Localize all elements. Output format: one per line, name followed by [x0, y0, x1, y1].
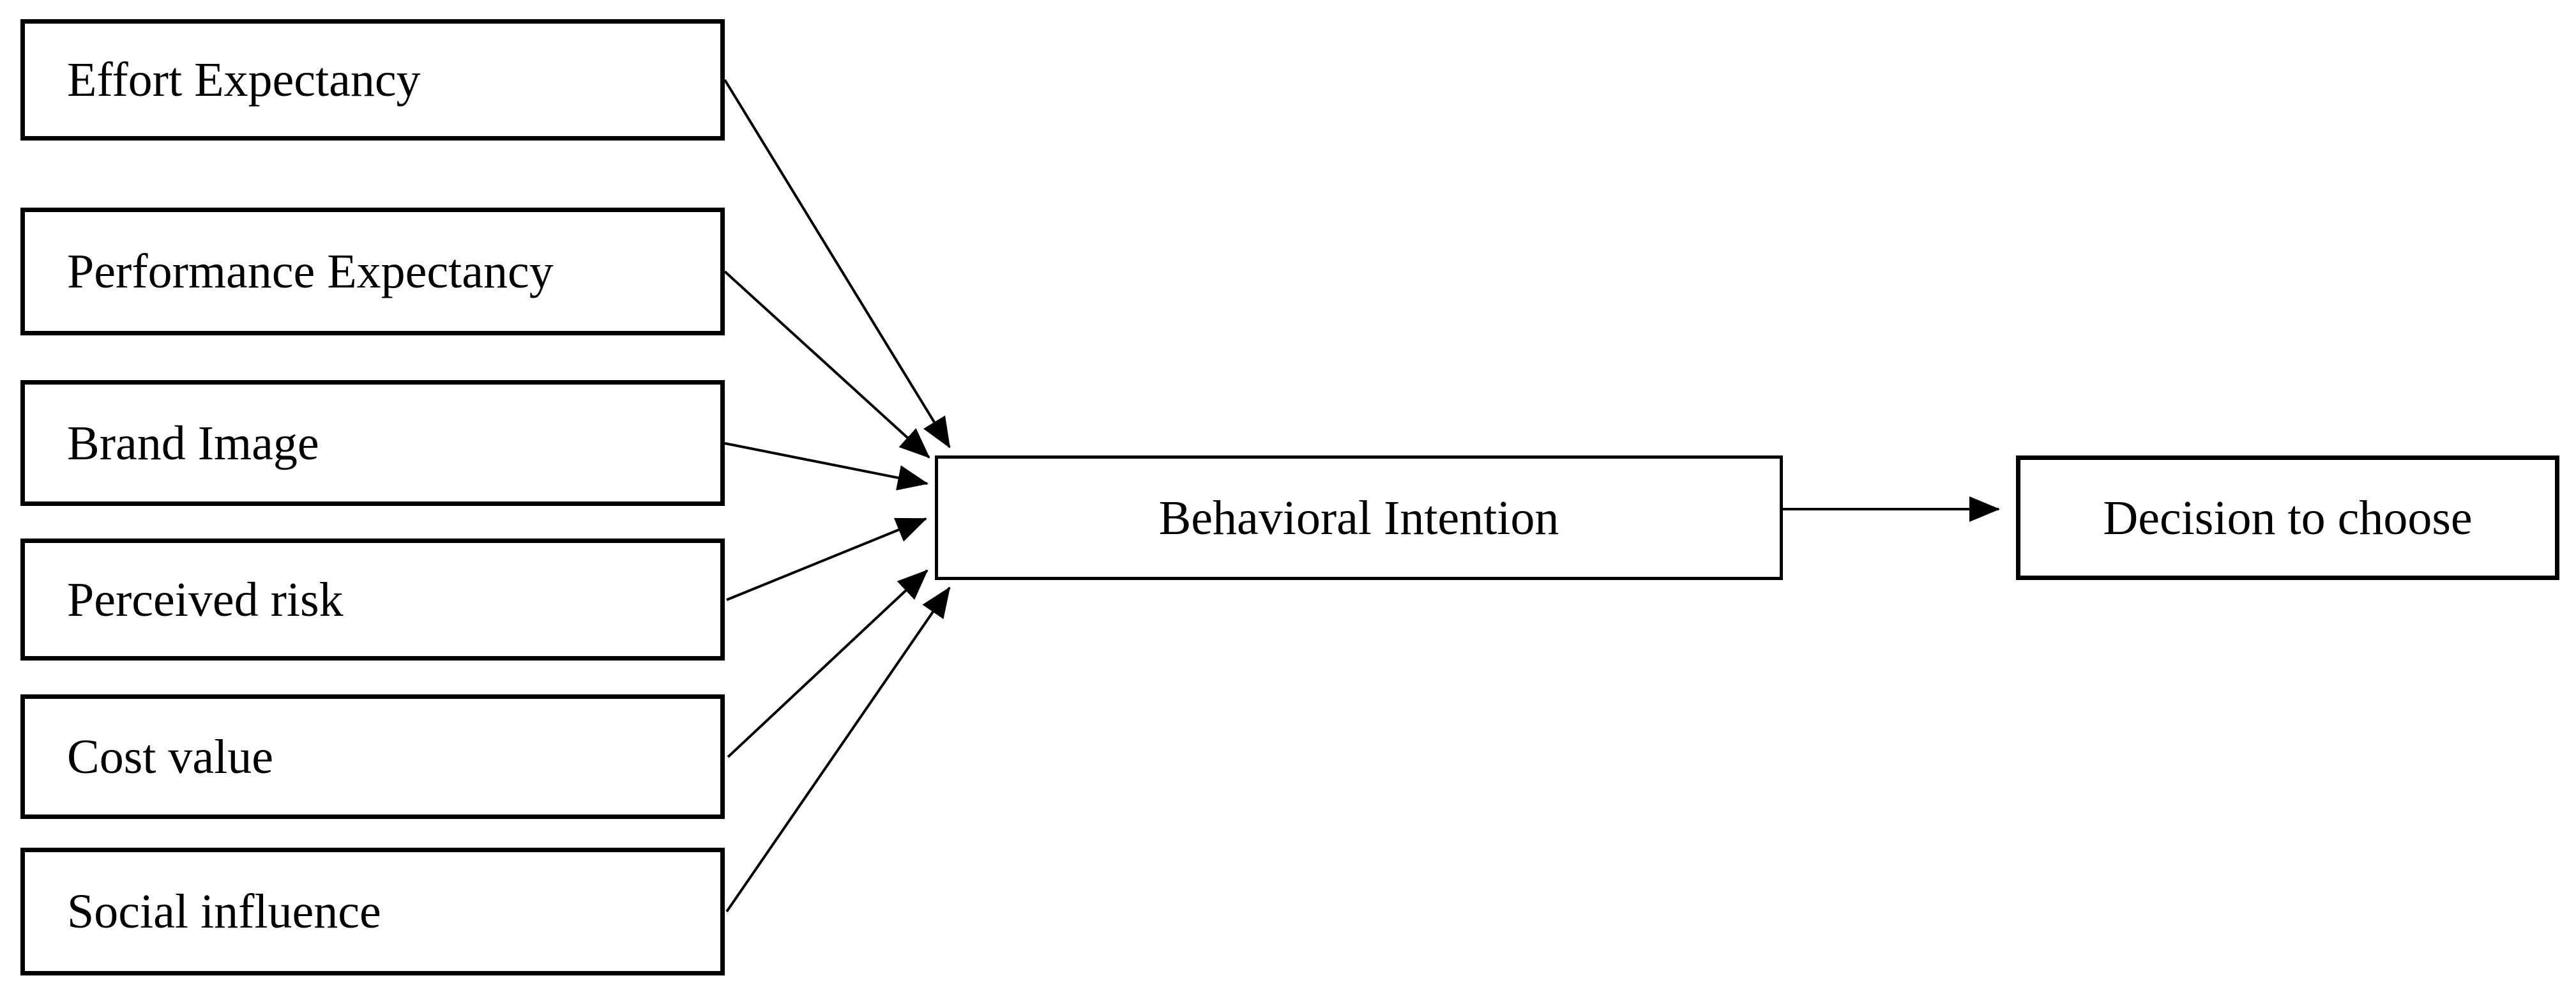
arrow-perceived-risk-to-behavioral-intention: [726, 517, 927, 601]
node-behavioral-intention: Behavioral Intention: [935, 455, 1783, 580]
node-performance-expectancy: Performance Expectancy: [20, 208, 725, 335]
node-label: Perceived risk: [67, 572, 344, 627]
node-cost-value: Cost value: [20, 694, 725, 819]
node-label: Decision to choose: [2103, 491, 2473, 545]
node-label: Effort Expectancy: [67, 53, 421, 107]
node-label: Social influence: [67, 885, 381, 938]
node-label: Cost value: [67, 730, 273, 784]
arrow-effort-expectancy-to-behavioral-intention: [724, 79, 951, 448]
arrow-cost-value-to-behavioral-intention: [727, 569, 928, 758]
node-social-influence: Social influence: [20, 848, 725, 975]
node-decision-to-choose: Decision to choose: [2016, 455, 2559, 580]
node-perceived-risk: Perceived risk: [20, 539, 725, 661]
node-label: Performance Expectancy: [67, 245, 554, 298]
arrow-performance-expectancy-to-behavioral-intention: [724, 270, 930, 459]
node-label: Behavioral Intention: [1158, 491, 1559, 545]
node-effort-expectancy: Effort Expectancy: [20, 19, 725, 141]
node-label: Brand Image: [67, 416, 319, 470]
arrow-brand-image-to-behavioral-intention: [724, 442, 928, 491]
arrow-social-influence-to-behavioral-intention: [725, 586, 951, 913]
node-brand-image: Brand Image: [20, 380, 725, 506]
